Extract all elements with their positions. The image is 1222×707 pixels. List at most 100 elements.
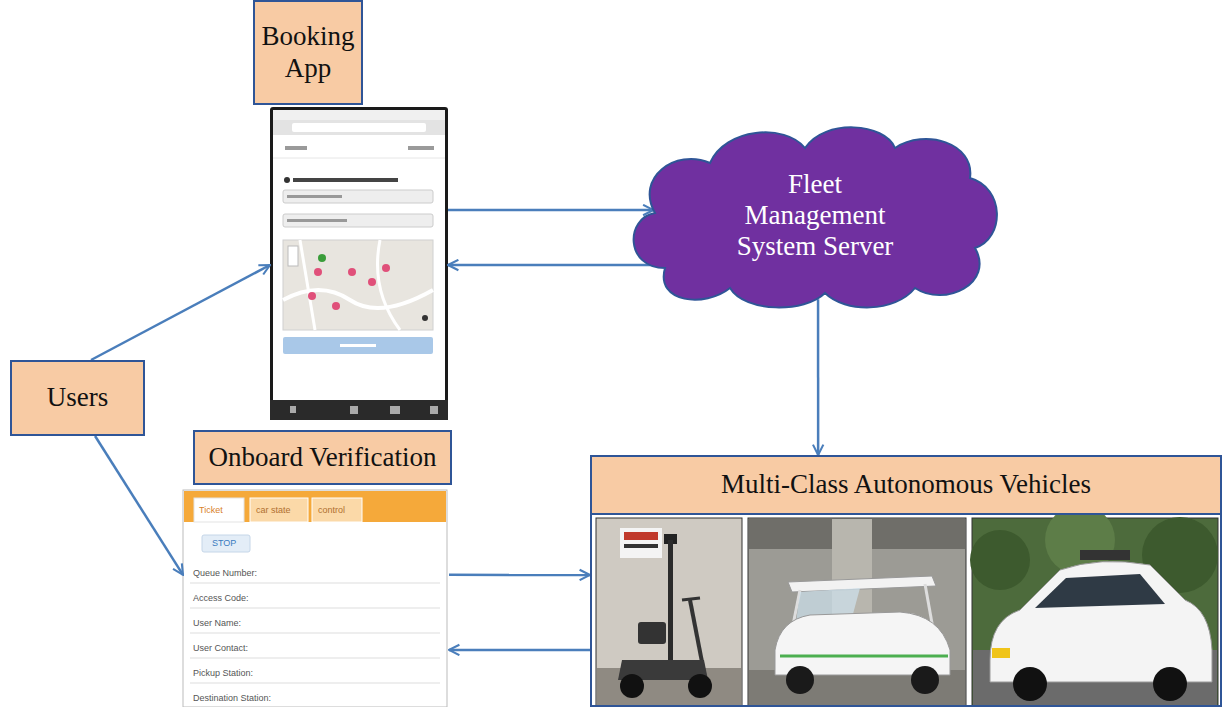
phone-screenshot-part bbox=[283, 240, 433, 330]
server-cloud: Fleet Management System Server bbox=[625, 118, 1005, 313]
scooter-photo-part bbox=[688, 674, 712, 698]
scooter-photo-part bbox=[620, 674, 644, 698]
scooter-photo-part bbox=[668, 540, 673, 660]
phone-screenshot-part bbox=[382, 264, 390, 272]
vehicle-panel: Multi-Class Autonomous Vehicles bbox=[590, 455, 1222, 707]
field-label: Destination Station: bbox=[193, 693, 271, 704]
phone-screenshot-part bbox=[422, 315, 428, 321]
phone-screenshot-part bbox=[273, 158, 445, 159]
phone-screenshot-part bbox=[283, 290, 433, 308]
verification-screenshot bbox=[183, 490, 447, 707]
field-label: Access Code: bbox=[193, 593, 249, 604]
cloud-shape bbox=[634, 127, 997, 307]
scooter-photo-part bbox=[596, 518, 742, 707]
phone-screenshot-part bbox=[390, 406, 400, 414]
phone-screenshot-part bbox=[314, 268, 322, 276]
phone-screenshot-part bbox=[287, 219, 347, 222]
verification-screenshot-part bbox=[190, 683, 440, 684]
scooter-photo bbox=[596, 518, 742, 707]
title-box: Onboard Verification bbox=[193, 430, 452, 485]
phone-screenshot-part bbox=[273, 120, 445, 135]
buggy-photo-part bbox=[788, 576, 936, 592]
booking-app-group: Booking App bbox=[253, 0, 448, 420]
car-photo-part bbox=[1035, 574, 1165, 608]
verification-screenshot-part bbox=[190, 633, 440, 634]
flow-arrow bbox=[449, 649, 590, 652]
buggy-photo-part bbox=[775, 612, 950, 675]
phone-screenshot-part bbox=[288, 246, 298, 266]
phone-screenshot-part bbox=[348, 268, 356, 276]
phone-screenshot-part bbox=[368, 278, 376, 286]
phone-screenshot-part bbox=[283, 214, 433, 227]
phone-screenshot-part bbox=[378, 240, 401, 330]
box-label: Onboard Verification bbox=[208, 442, 436, 473]
car-photo bbox=[970, 505, 1218, 707]
buggy-photo-part bbox=[748, 518, 966, 707]
phone-screenshot-part bbox=[318, 254, 326, 262]
car-photo-part bbox=[1080, 550, 1130, 560]
phone-screenshot-part bbox=[273, 110, 445, 120]
tab-label: Ticket bbox=[199, 505, 223, 516]
button-label: STOP bbox=[212, 538, 236, 549]
title-box: Multi-Class Autonomous Vehicles bbox=[590, 455, 1222, 515]
scooter-photo-part bbox=[620, 528, 662, 558]
verification-screenshot-part bbox=[190, 583, 440, 584]
buggy-photo-part bbox=[780, 655, 948, 658]
tab-label: car state bbox=[256, 505, 291, 516]
users-box: Users bbox=[10, 360, 145, 436]
phone-screenshot-part bbox=[430, 406, 438, 414]
phone-screenshot-part bbox=[408, 146, 434, 150]
phone-screenshot-part bbox=[292, 123, 426, 132]
phone-screenshot-part bbox=[284, 177, 290, 183]
flow-arrow bbox=[817, 299, 820, 455]
phone-screenshot-part bbox=[283, 190, 433, 203]
phone-screenshot-part bbox=[270, 107, 448, 420]
phone-screenshot-part bbox=[285, 146, 307, 150]
verification-screenshot-part bbox=[184, 491, 446, 522]
field-label: Queue Number: bbox=[193, 568, 257, 579]
car-photo-part bbox=[970, 530, 1030, 590]
title-box: Booking App bbox=[253, 0, 363, 105]
phone-screenshot-part bbox=[350, 406, 358, 414]
phone-screenshot-part bbox=[308, 292, 316, 300]
scooter-photo-part bbox=[624, 544, 658, 548]
scooter-photo-part bbox=[624, 532, 658, 540]
buggy-photo-part bbox=[911, 666, 939, 694]
verification-screenshot-part bbox=[190, 608, 440, 609]
flow-arrow bbox=[95, 436, 183, 575]
buggy-photo bbox=[748, 518, 966, 707]
box-label: Booking App bbox=[259, 21, 357, 83]
phone-screenshot-part bbox=[290, 406, 296, 413]
flow-arrow bbox=[91, 265, 270, 360]
phone-screenshot-part bbox=[287, 195, 342, 198]
car-photo-part bbox=[992, 648, 1010, 658]
car-photo-part bbox=[990, 561, 1212, 682]
verification-screenshot-part bbox=[312, 498, 362, 522]
car-photo-part bbox=[1013, 667, 1047, 701]
verification-screenshot-part bbox=[250, 498, 308, 522]
scooter-photo-part bbox=[682, 598, 700, 600]
field-label: User Contact: bbox=[193, 643, 248, 654]
flow-arrow bbox=[449, 574, 590, 577]
verification-screenshot-part bbox=[194, 498, 244, 522]
phone-screenshot-part bbox=[293, 178, 398, 182]
phone-screenshot-part bbox=[300, 240, 315, 330]
scooter-photo-part bbox=[690, 600, 702, 662]
field-label: Pickup Station: bbox=[193, 668, 253, 679]
buggy-photo-part bbox=[786, 666, 814, 694]
verification-screenshot-part bbox=[183, 490, 447, 707]
car-photo-part bbox=[1153, 667, 1187, 701]
cloud-label: Fleet Management System Server bbox=[720, 169, 910, 262]
verification-screenshot-part bbox=[202, 535, 250, 552]
phone-screenshot-part bbox=[340, 344, 376, 347]
phone-screenshot-part bbox=[273, 110, 445, 400]
box-label: Users bbox=[47, 382, 109, 413]
phone-screenshot bbox=[270, 107, 448, 420]
phone-screenshot-part bbox=[332, 302, 340, 310]
box-label: Multi-Class Autonomous Vehicles bbox=[721, 469, 1091, 500]
